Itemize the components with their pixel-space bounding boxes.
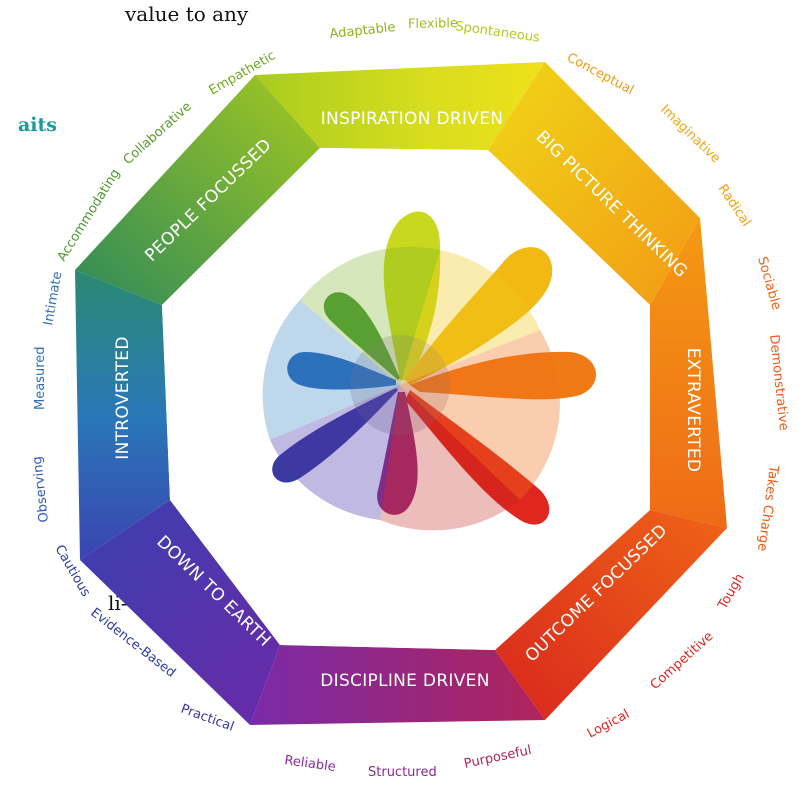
segment-outcome-focussed <box>495 510 727 720</box>
band-label-discipline-driven: DISCIPLINE DRIVEN <box>320 671 489 691</box>
trait-spontaneous: Spontaneous <box>454 19 540 46</box>
splat-arm-orange <box>410 351 597 400</box>
segment-down-to-earth <box>80 500 280 725</box>
trait-intimate: Intimate <box>41 270 65 326</box>
trait-purposeful: Purposeful <box>463 743 533 772</box>
band-label-inspiration-driven: INSPIRATION DRIVEN <box>321 109 504 129</box>
trait-demonstrative: Demonstrative <box>766 334 791 431</box>
segment-people-focussed <box>75 75 320 305</box>
splat-arm-yellow <box>383 211 441 380</box>
trait-observing: Observing <box>30 456 52 524</box>
trait-takes-charge: Takes Charge <box>754 463 781 552</box>
trait-reliable: Reliable <box>283 753 336 775</box>
splat-arm-red <box>405 390 550 525</box>
splat-arm-green <box>323 292 400 380</box>
trait-measured: Measured <box>33 346 48 410</box>
trait-flexible: Flexible <box>408 16 458 32</box>
center-color-splat <box>262 211 597 531</box>
segment-extraverted <box>650 218 727 528</box>
splat-arm-amber <box>405 247 553 385</box>
splat-center <box>350 335 450 435</box>
trait-radical: Radical <box>715 182 754 230</box>
trait-imaginative: Imaginative <box>657 102 723 166</box>
trait-sociable: Sociable <box>754 255 784 312</box>
trait-conceptual: Conceptual <box>564 50 636 98</box>
splat-arm-blue <box>287 352 396 390</box>
segment-inspiration-driven <box>255 62 545 150</box>
segment-big-picture-thinking <box>488 62 700 305</box>
trait-tough: Tough <box>715 571 748 613</box>
trait-adaptable: Adaptable <box>329 20 396 42</box>
splat-arm-magenta <box>377 392 418 515</box>
splat-arm-indigo <box>272 388 398 483</box>
trait-structured: Structured <box>368 765 437 780</box>
partial-heading: aits <box>18 114 58 136</box>
trait-logical: Logical <box>585 707 632 742</box>
band-label-extraverted: EXTRAVERTED <box>683 348 703 473</box>
segment-introverted <box>75 270 170 560</box>
trait-competitive: Competitive <box>648 629 717 693</box>
partial-body-text-top: value to any <box>125 2 249 26</box>
trait-practical: Practical <box>179 702 236 735</box>
segment-discipline-driven <box>250 645 545 725</box>
band-segments <box>75 62 727 725</box>
band-label-introverted: INTROVERTED <box>113 336 133 459</box>
